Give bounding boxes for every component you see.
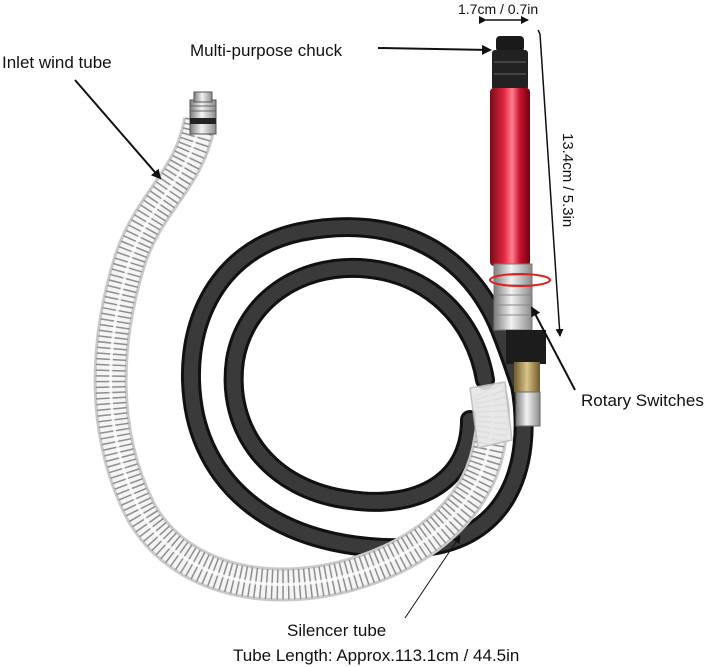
inlet-fitting xyxy=(189,91,217,135)
chuck-label: Multi-purpose chuck xyxy=(190,41,343,60)
rotary-tool-handle xyxy=(490,36,546,427)
annotation-lines xyxy=(74,16,576,619)
chuck-width-dimension: 1.7cm / 0.7in xyxy=(458,1,539,17)
tube-length-label: Tube Length: Approx.113.1cm / 44.5in xyxy=(233,646,520,665)
handle-length-dimension: 13.4cm / 5.3in xyxy=(559,133,576,228)
silencer-tube-label: Silencer tube xyxy=(287,621,387,640)
rotary-switches-label: Rotary Switches xyxy=(581,391,704,410)
silencer-tube xyxy=(93,116,513,602)
rotary-switch-marker xyxy=(489,273,551,287)
inlet-tube-label: Inlet wind tube xyxy=(2,53,112,72)
